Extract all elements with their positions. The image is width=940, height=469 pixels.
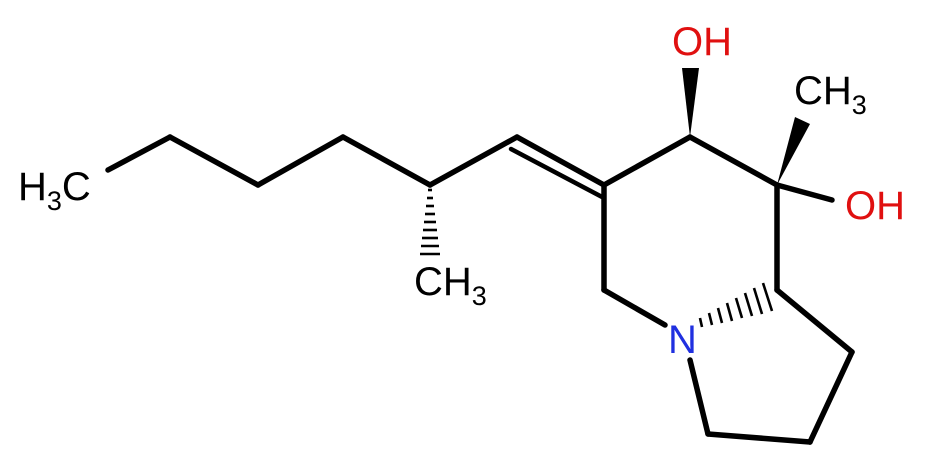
hash-line [716, 307, 724, 324]
five-membered-ring [687, 287, 855, 445]
bond-ring5-1 [774, 287, 855, 355]
label-oh-top: OH [672, 20, 732, 64]
solid-wedge-bond-methyl [777, 117, 810, 185]
hash-line [698, 317, 704, 328]
hash-line [752, 287, 764, 315]
hash-line [734, 297, 744, 319]
bond-c8-oh [774, 182, 835, 203]
hashed-wedge-bond-ring-fusion [698, 282, 774, 328]
bond-chain-2 [167, 134, 261, 188]
bond-chain-3 [255, 134, 346, 188]
bond-ring5-2 [807, 349, 855, 445]
bond-ring5-3 [705, 431, 813, 445]
hash-line [761, 282, 774, 312]
bond-ring6-5 [601, 287, 668, 328]
bond-chain-5 [427, 134, 520, 188]
hash-line [725, 302, 734, 322]
solid-wedge-bond-oh [682, 68, 699, 137]
bond-ring5-4 [687, 357, 711, 437]
hash-line [707, 312, 714, 326]
label-h3c-chain: H3C [18, 165, 91, 216]
hash-line [743, 292, 754, 317]
bond-ring6-1 [601, 134, 693, 188]
bond-chain-1 [105, 134, 173, 173]
label-n-ring: N [668, 318, 697, 362]
label-ch3-branch: CH3 [414, 260, 487, 311]
bond-double-b [508, 146, 607, 201]
double-bond-exocyclic [508, 134, 607, 201]
alkyl-chain [105, 134, 520, 188]
bond-double-a [514, 134, 607, 188]
six-membered-ring [601, 134, 780, 328]
label-ch3-ring: CH3 [794, 69, 867, 120]
bond-ring6-2 [687, 134, 780, 188]
bond-chain-4 [340, 134, 433, 188]
hashed-wedge-bond-branch [420, 188, 440, 256]
label-oh-right: OH [845, 184, 905, 228]
